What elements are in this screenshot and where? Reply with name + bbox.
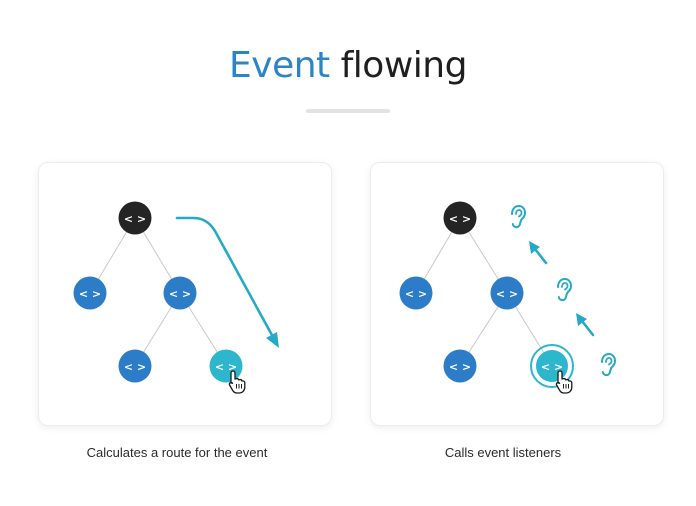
target-node[interactable]: < > bbox=[209, 349, 243, 383]
hand-cursor-icon bbox=[228, 370, 246, 394]
listeners-panel: < > < > < > < > < > bbox=[370, 162, 664, 426]
ear-icon bbox=[511, 204, 527, 229]
root-node: < > bbox=[118, 201, 152, 235]
root-node: < > bbox=[443, 201, 477, 235]
node-label: < > bbox=[79, 288, 101, 301]
node-label: < > bbox=[169, 288, 191, 301]
title-divider bbox=[306, 109, 390, 113]
child-node-mid: < > bbox=[490, 276, 524, 310]
route-caption: Calculates a route for the event bbox=[86, 445, 268, 460]
listeners-tree-diagram: < > < > < > < > < > bbox=[399, 201, 617, 394]
ear-icon bbox=[557, 277, 573, 302]
title-rest: flowing bbox=[340, 45, 468, 86]
grandchild-node-left: < > bbox=[118, 349, 152, 383]
node-label: < > bbox=[405, 288, 427, 301]
arrow-up-left-icon bbox=[529, 241, 548, 265]
child-node-mid: < > bbox=[163, 276, 197, 310]
title-accent: Event bbox=[229, 45, 330, 86]
curved-arrow-icon bbox=[175, 216, 279, 348]
grandchild-node-left: < > bbox=[443, 349, 477, 383]
child-node-left: < > bbox=[73, 276, 107, 310]
route-tree-diagram: < > < > < > < > < > bbox=[73, 201, 279, 394]
node-label: < > bbox=[449, 213, 471, 226]
ear-icon bbox=[601, 352, 617, 377]
node-label: < > bbox=[124, 213, 146, 226]
hand-cursor-icon bbox=[555, 370, 573, 394]
node-label: < > bbox=[124, 361, 146, 374]
arrow-up-left-icon bbox=[576, 313, 595, 337]
page-title: Event flowing bbox=[0, 42, 696, 90]
node-label: < > bbox=[541, 361, 563, 374]
node-label: < > bbox=[449, 361, 471, 374]
node-label: < > bbox=[215, 361, 237, 374]
node-label: < > bbox=[496, 288, 518, 301]
route-panel: < > < > < > < > < > bbox=[38, 162, 332, 426]
child-node-left: < > bbox=[399, 276, 433, 310]
listeners-caption: Calls event listeners bbox=[444, 445, 562, 460]
